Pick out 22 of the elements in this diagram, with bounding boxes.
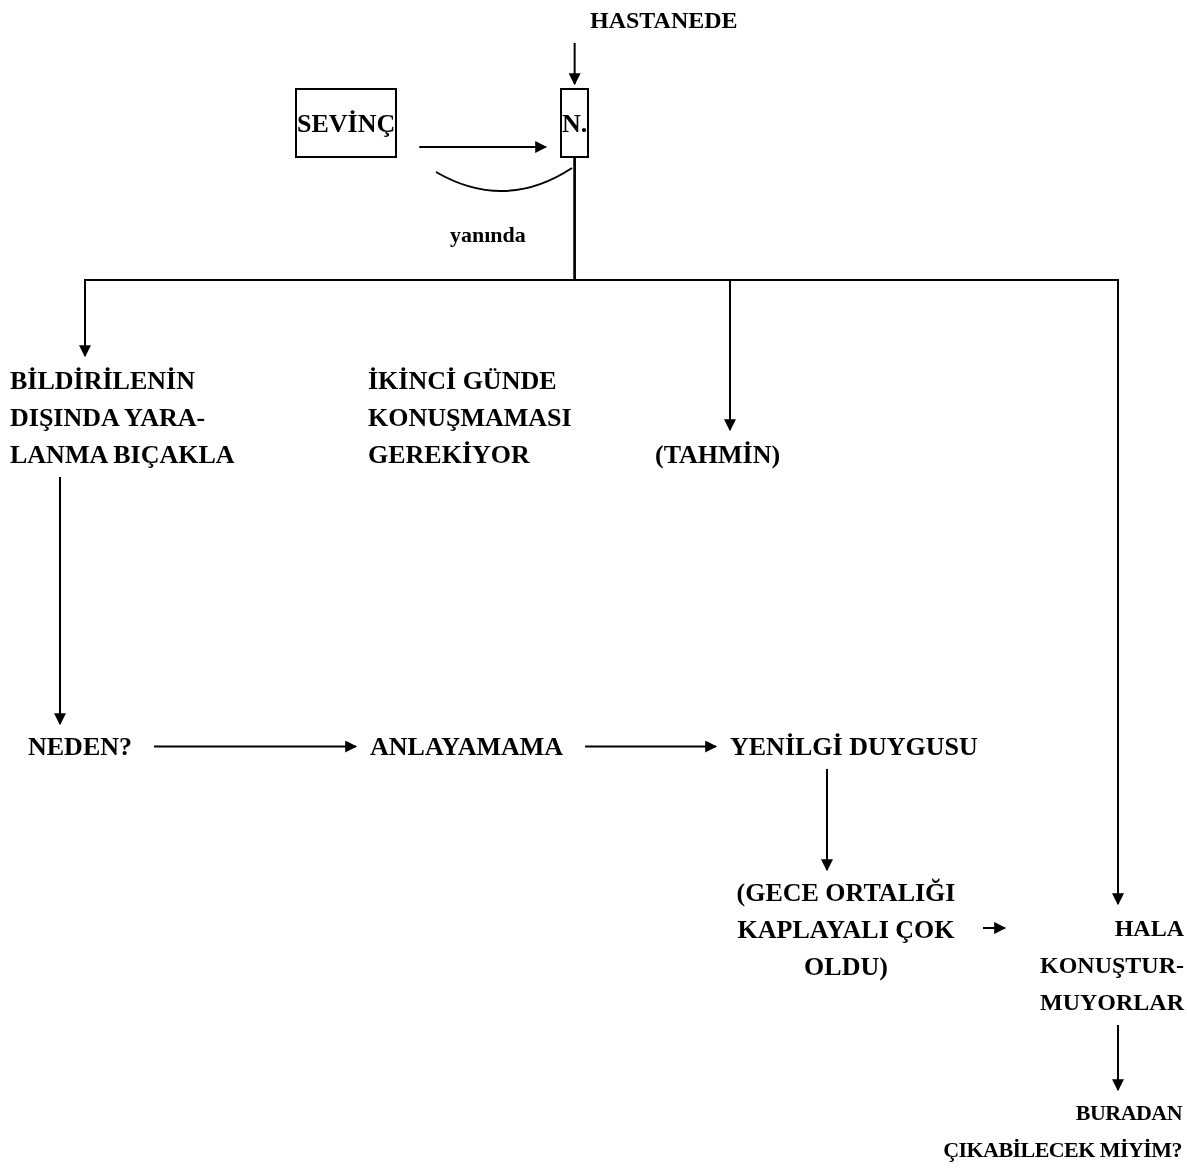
arrow xyxy=(982,922,1007,934)
heading-text: HASTANEDE xyxy=(590,2,738,39)
person-box: N. xyxy=(560,88,590,158)
flow-text: NEDEN? xyxy=(28,728,132,765)
flow-text: (GECE ORTALIĞI KAPLAYALI ÇOK OLDU) xyxy=(712,874,980,985)
flow-text: BİLDİRİLENİN DIŞINDA YARA- LANMA BIÇAKLA xyxy=(10,362,280,473)
arrow xyxy=(821,768,833,872)
flow-text: HALA KONUŞTUR- MUYORLAR xyxy=(1008,910,1184,1021)
note-text: İKİNCİ GÜNDE KONUŞMAMASI GEREKİYOR xyxy=(368,365,573,471)
arrow xyxy=(573,157,1124,906)
flow-text: (TAHMİN) xyxy=(655,436,781,473)
flow-text: YENİLGİ DUYGUSU xyxy=(730,728,978,765)
person-box: SEVİNÇ xyxy=(295,88,398,158)
arrow xyxy=(584,740,718,753)
arrow xyxy=(153,740,358,753)
arrow xyxy=(568,42,581,86)
arrow xyxy=(1112,1024,1124,1092)
flow-text: ANLAYAMAMA xyxy=(370,728,564,765)
arrow xyxy=(54,476,66,726)
arrow xyxy=(418,141,548,153)
flow-text: BURADAN ÇIKABİLECEK MİYİM? xyxy=(932,1094,1182,1168)
note-text: yanında xyxy=(450,221,526,249)
